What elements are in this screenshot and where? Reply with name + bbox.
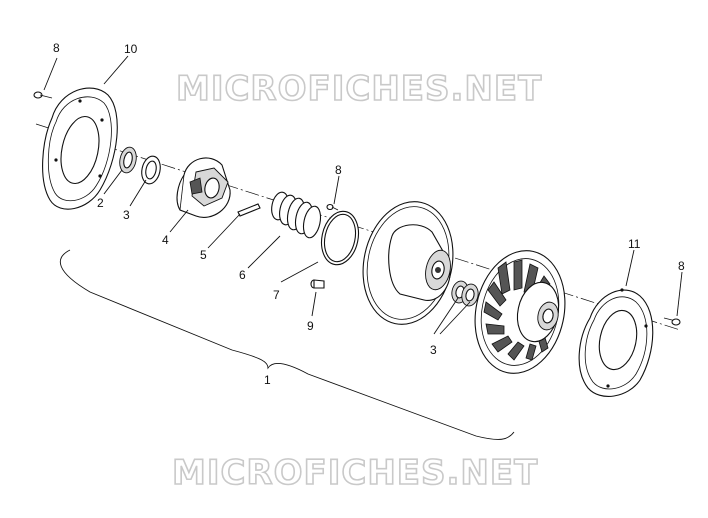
spring xyxy=(271,191,322,239)
callout-snap-ring: 2 xyxy=(97,196,104,210)
callout-bushing: 9 xyxy=(307,319,314,333)
outer-cover-left xyxy=(42,87,118,210)
callout-outer-cover-left: 10 xyxy=(124,42,138,56)
callout-ramp-spider: 4 xyxy=(162,233,169,247)
pin xyxy=(237,203,261,217)
screw-right xyxy=(663,317,681,326)
watermark-bottom: MICROFICHES.NET xyxy=(172,453,538,493)
moveable-sheave xyxy=(362,201,454,325)
callout-washers-right: 3 xyxy=(430,343,437,357)
screw-mid xyxy=(326,203,339,211)
assembly-bracket xyxy=(60,249,515,440)
callout-screw-mid: 8 xyxy=(335,163,342,177)
ramp-spider xyxy=(176,157,231,218)
callout-pin: 5 xyxy=(200,248,207,262)
callout-screw-top-left: 8 xyxy=(53,41,60,55)
washer-left xyxy=(141,155,161,185)
bushing xyxy=(310,279,325,289)
callout-outer-cover-right: 11 xyxy=(628,237,641,251)
watermark-top: MICROFICHES.NET xyxy=(176,69,542,109)
retainer-ring xyxy=(320,210,360,266)
callout-retainer-ring: 7 xyxy=(273,288,280,302)
snap-ring xyxy=(119,146,137,174)
callout-assembly: 1 xyxy=(264,373,271,387)
screw-top-left xyxy=(33,91,53,99)
fixed-sheave xyxy=(474,250,566,374)
callout-spring: 6 xyxy=(239,268,246,282)
callout-screw-right: 8 xyxy=(678,259,685,273)
washers-right xyxy=(451,280,479,307)
callout-washer-left: 3 xyxy=(123,208,130,222)
outer-cover-right xyxy=(578,288,654,397)
leader-lines xyxy=(43,55,683,335)
